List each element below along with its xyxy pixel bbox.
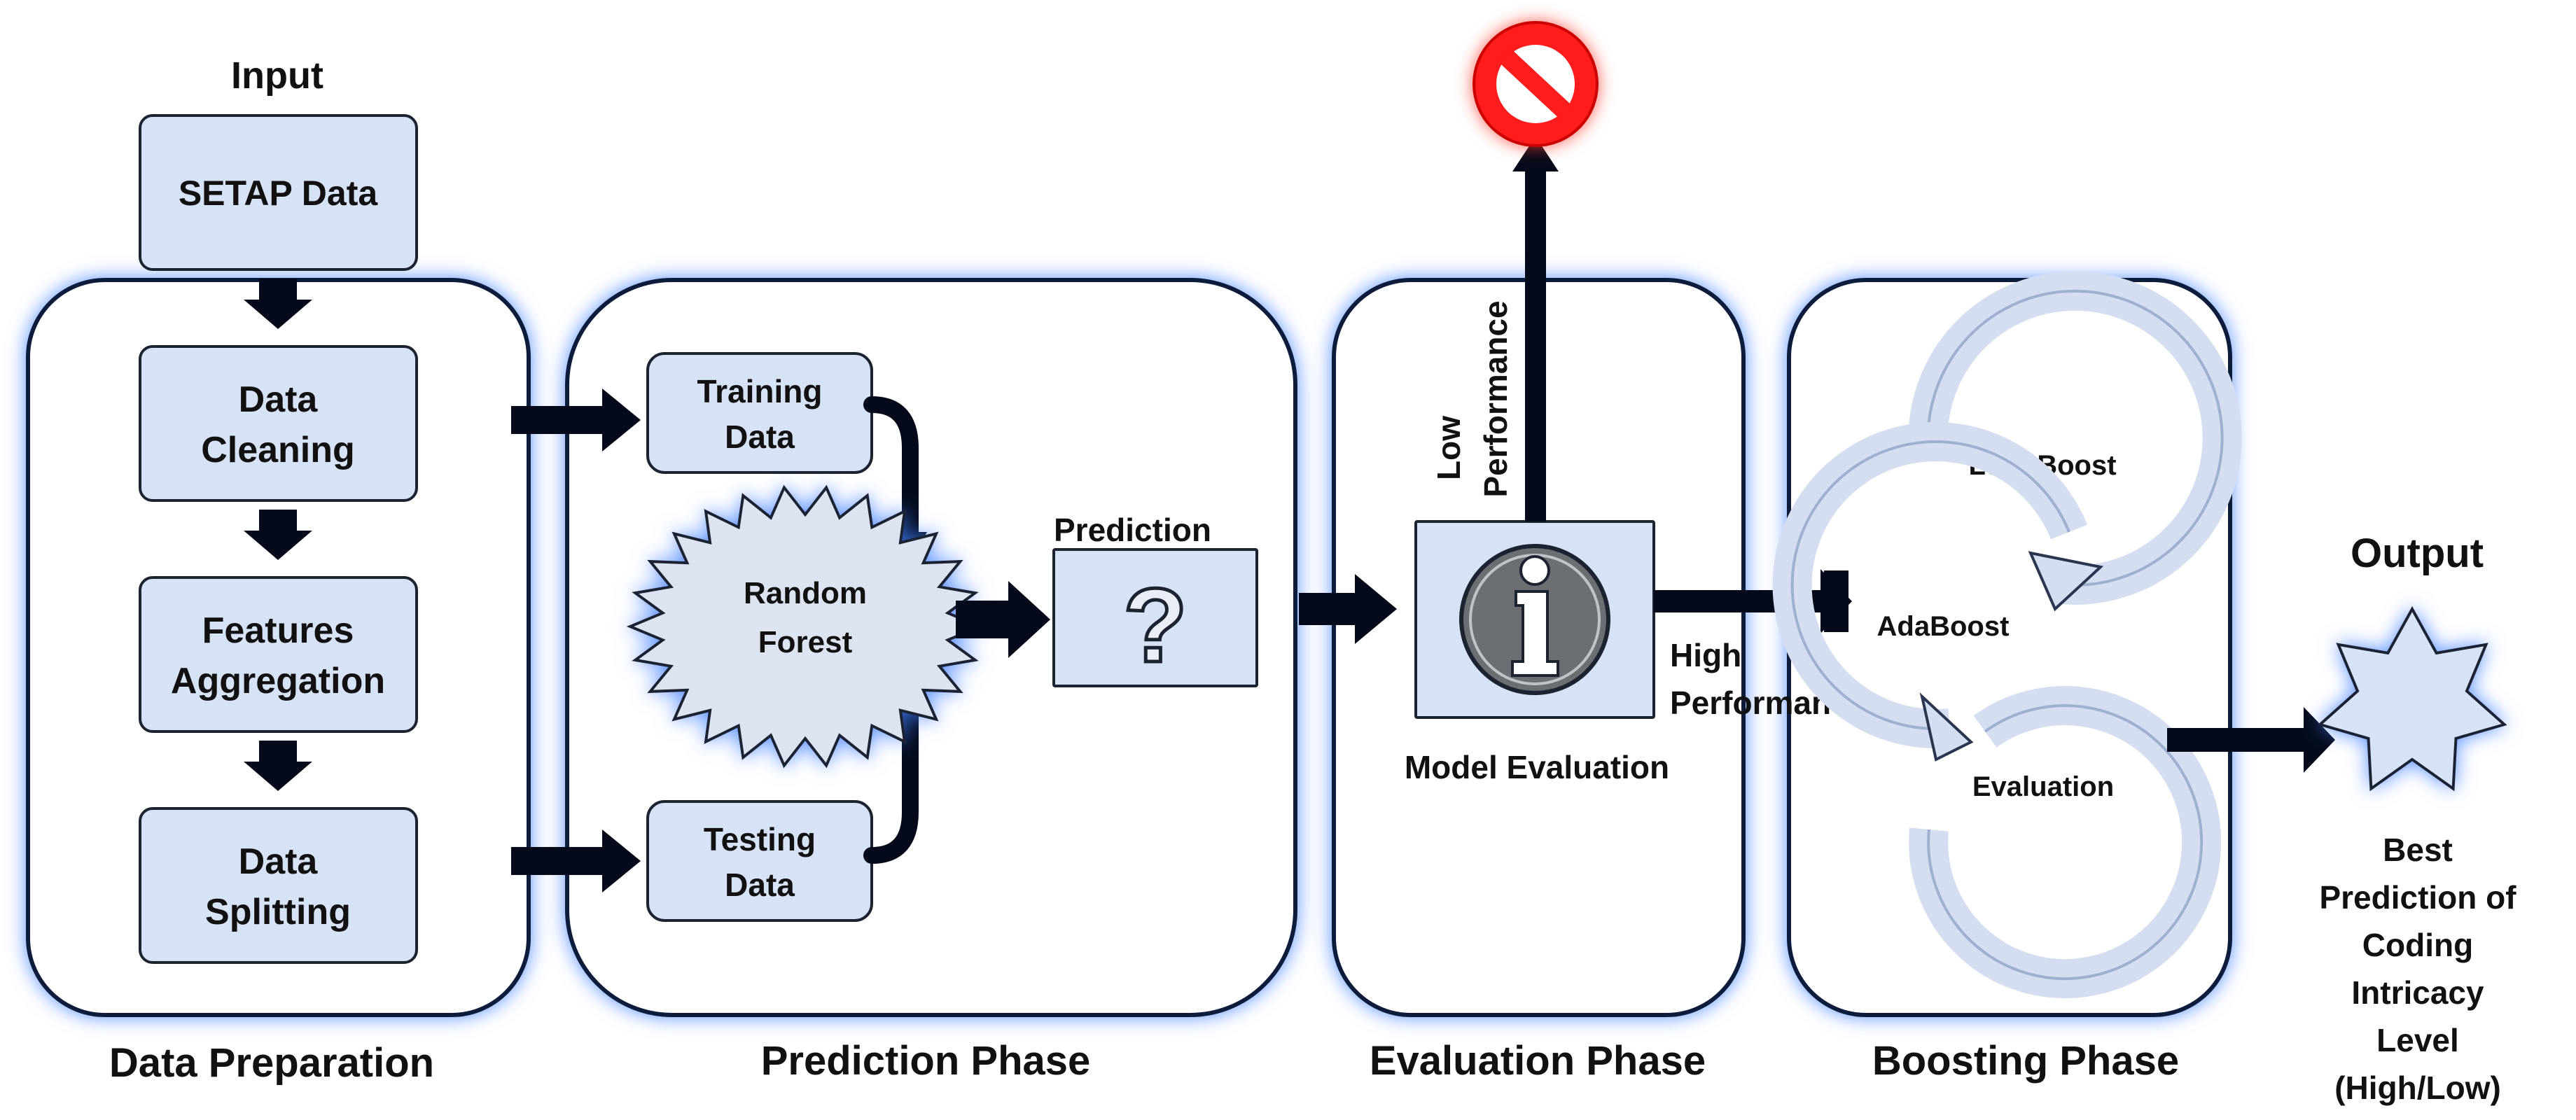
arrow-to-evaluation: [1299, 574, 1397, 644]
testing-data-label-line1: Testing: [704, 821, 816, 858]
info-icon: [1459, 544, 1610, 695]
evaluation-cycle-label: Evaluation: [1972, 771, 2114, 802]
training-data-label-line1: Training: [697, 373, 823, 410]
arrow-to-testing: [511, 830, 641, 892]
output-description-line: Prediction of: [2319, 879, 2516, 916]
model-evaluation-caption: Model Evaluation: [1405, 749, 1669, 785]
output-arrow-head: [2304, 707, 2335, 773]
prediction-label: Prediction: [1054, 512, 1211, 548]
setap-data-box: [139, 114, 418, 271]
features-aggregation-label-line2: Aggregation: [171, 661, 385, 701]
low-performance-label-line2: Performance: [1477, 300, 1514, 497]
output-star-icon: [2317, 606, 2507, 792]
data-cleaning-box: [139, 345, 418, 502]
low-performance-label-line1: Low: [1430, 416, 1467, 480]
data-preparation-title: Data Preparation: [109, 1040, 434, 1086]
output-description-line: Coding: [2362, 927, 2473, 963]
features-aggregation-box: [139, 576, 418, 733]
arrow-down-3: [244, 741, 312, 791]
data-cleaning-label-line2: Cleaning: [201, 430, 355, 470]
data-splitting-box: [139, 807, 418, 964]
data-cleaning-label-line1: Data: [239, 379, 319, 420]
output-description-line: (High/Low): [2334, 1070, 2501, 1106]
random-forest-starburst: [626, 484, 984, 769]
output-title: Output: [2351, 531, 2484, 576]
input-title: Input: [231, 55, 323, 97]
evaluation-phase-title: Evaluation Phase: [1370, 1038, 1706, 1084]
prediction-box: [1052, 548, 1258, 687]
training-data-label-line2: Data: [725, 419, 795, 455]
arrow-down-1: [244, 279, 312, 329]
high-performance-arrow-tip: [1820, 569, 1852, 634]
boosting-phase-title: Boosting Phase: [1872, 1038, 2179, 1084]
testing-data-label-line2: Data: [725, 867, 795, 903]
logitboost-cycle-icon: [1908, 271, 2242, 612]
output-description-line: Level: [2376, 1022, 2459, 1058]
output-arrow-shaft: [2167, 728, 2307, 752]
data-splitting-label-line1: Data: [239, 841, 319, 882]
arrow-to-training: [511, 388, 641, 451]
testing-to-forest-connector: [863, 706, 919, 864]
prediction-phase-title: Prediction Phase: [761, 1038, 1091, 1084]
random-forest-label-line1: Random: [744, 576, 867, 610]
low-performance-arrow-head: [1512, 136, 1559, 172]
features-aggregation-label-line1: Features: [202, 610, 354, 651]
high-performance-label-line1: High: [1670, 637, 1741, 673]
data-splitting-label-line2: Splitting: [205, 892, 351, 932]
evaluation-cycle-icon: [1909, 686, 2222, 999]
random-forest-label-line2: Forest: [758, 625, 853, 659]
arrow-forest-to-prediction: [956, 581, 1050, 658]
low-performance-arrow-shaft: [1525, 164, 1546, 522]
output-description-line: Intricacy: [2351, 974, 2484, 1011]
stop-icon: [1473, 21, 1599, 147]
output-description-line: Best: [2383, 832, 2453, 868]
question-mark-icon: ?: [1123, 566, 1188, 684]
adaboost-label: AdaBoost: [1877, 611, 2010, 642]
adaboost-cycle-icon: [1772, 422, 2087, 762]
arrow-down-2: [244, 510, 312, 560]
training-to-forest-connector: [863, 396, 919, 547]
setap-data-label: SETAP Data: [179, 174, 379, 213]
